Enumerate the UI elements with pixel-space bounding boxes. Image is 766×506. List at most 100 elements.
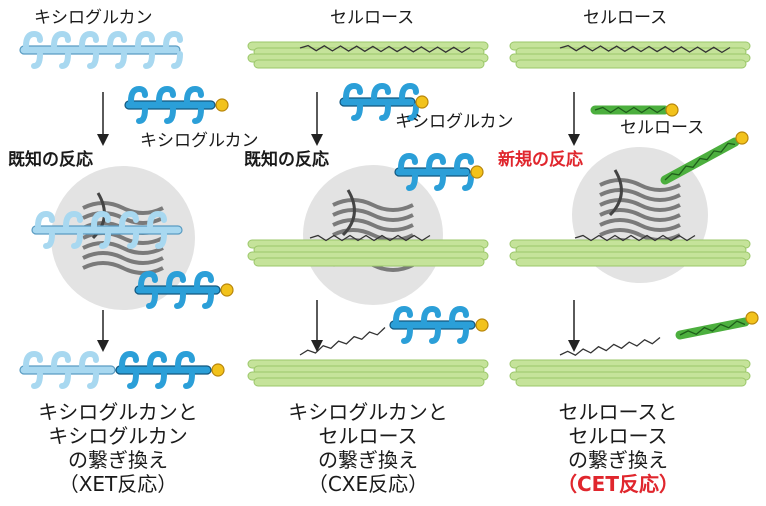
protein-ribbon [82,241,164,255]
xyloglucan-sidechain [457,326,469,344]
fluorescent-tag [211,363,225,377]
col3-reaction-name: （CET反応） [557,472,679,496]
xyloglucan-sidechain [351,103,363,121]
col3-top-cellulose [509,41,751,69]
col1-top-title: キシログルカン [34,8,153,28]
cellulose-strand [515,257,747,267]
protein-ribbon [599,208,681,222]
col1-cleaved-xyloglucan [31,210,183,249]
col2-product-chain [299,327,386,356]
xyloglucan-sidechain [174,291,186,309]
xyloglucan-sidechain [371,82,391,101]
xyloglucan-sidechain [79,350,99,369]
col1-caption: キシログルカンと キシログルカン の繋ぎ換え （XET反応） [8,400,228,496]
xyloglucan-sidechain [119,350,139,369]
protein-ribbon [332,218,414,232]
xyloglucan-sidechain [184,85,204,104]
col3-product-cellulose [509,359,751,387]
xyloglucan-sidechain [434,173,446,191]
xyloglucan-sidechain [155,231,167,249]
col1-caption-line3: の繋ぎ換え [68,448,168,472]
xyloglucan-sidechain [164,106,176,124]
col2-incoming-xyloglucan [339,82,429,121]
col1-reaction-name: （XET反応） [58,472,178,496]
xyloglucan-sidechain [406,173,418,191]
col1-caption-line1: キシログルカンと [38,400,198,424]
xyloglucan-sidechain [398,152,418,171]
col1-incoming-label: キシログルカン [140,131,259,151]
xyloglucan-sidechain [407,103,419,121]
fluorescent-tag [415,95,429,109]
col3-top-chain [559,44,731,54]
col2-caption-line1: キシログルカンと [288,400,448,424]
col2-enzyme [303,165,443,305]
cellulose-oligo-chain [664,142,736,181]
xyloglucan-sidechain [51,350,71,369]
fluorescent-tag [665,103,679,117]
cellulose-strand [253,59,485,69]
xyloglucan-sidechain [147,210,167,229]
col2-incoming-label: キシログルカン [395,112,514,132]
cellulose-strand [253,377,485,387]
col2-reaction-name: （CXE反応） [307,472,429,496]
xyloglucan-sidechain [23,350,43,369]
protein-ribbon [332,228,414,242]
fluorescent-tag [745,311,759,325]
col3-reaction-label: 新規の反応 [498,150,583,170]
xyloglucan-sidechain [146,291,158,309]
xyloglucan-sidechain [421,305,441,324]
xyloglucan-sidechain [399,82,419,101]
cellulose-strand [515,59,747,69]
fluorescent-tag [470,165,484,179]
col1-product-old-part [19,350,116,389]
col3-mid-cellulose [509,239,751,267]
protein-ribbon [599,218,681,232]
xyloglucan-sidechain [454,152,474,171]
xyloglucan-backbone [134,285,221,295]
xyloglucan-sidechain [449,305,469,324]
col3-caption: セルロースと セルロース の繋ぎ換え （CET反応） [508,400,728,496]
protein-ribbon [332,208,414,222]
xyloglucan-sidechain [343,82,363,101]
col1-incoming-xyloglucan [124,85,229,124]
col1-top-xyloglucan [19,30,183,69]
xyloglucan-sidechain [163,30,183,49]
col2-caption-line2: セルロース [318,424,418,448]
cellulose-oligo-body [675,317,750,340]
xyloglucan-sidechain [143,51,155,69]
xyloglucan-sidechain [71,231,83,249]
col1-bound-xyloglucan [134,270,234,309]
protein-ribbon [82,201,164,215]
xyloglucan-sidechain [147,350,167,369]
col3-mid-chain [574,234,696,242]
fluorescent-tag [475,318,489,332]
xyloglucan-sidechain [155,371,167,389]
cellulose-strand [515,377,747,387]
col3-caption-line3: の繋ぎ換え [568,448,668,472]
xyloglucan-sidechain [43,231,55,249]
col1-product-new-part [115,350,225,389]
xyloglucan-sidechain [31,371,43,389]
col2-mid-cellulose [247,239,489,267]
protein-ribbon [599,198,681,212]
xyloglucan-sidechain [138,270,158,289]
fluorescent-tag [215,98,229,112]
xyloglucan-sidechain [107,30,127,49]
col1-reaction-label: 既知の反応 [8,150,93,170]
xyloglucan-sidechain [63,210,83,229]
xyloglucan-sidechain [192,106,204,124]
xyloglucan-sidechain [136,106,148,124]
xyloglucan-sidechain [119,210,139,229]
fluorescent-tag [220,283,234,297]
col2-bound-xyloglucan [394,152,484,191]
xyloglucan-sidechain [87,51,99,69]
xyloglucan-sidechain [401,326,413,344]
protein-helix [341,189,356,237]
col3-caption-line2: セルロース [568,424,668,448]
protein-ribbon [599,188,681,202]
xyloglucan-sidechain [59,51,71,69]
xyloglucan-sidechain [23,30,43,49]
xyloglucan-sidechain [426,152,446,171]
col2-product-xyloglucan [389,305,489,344]
